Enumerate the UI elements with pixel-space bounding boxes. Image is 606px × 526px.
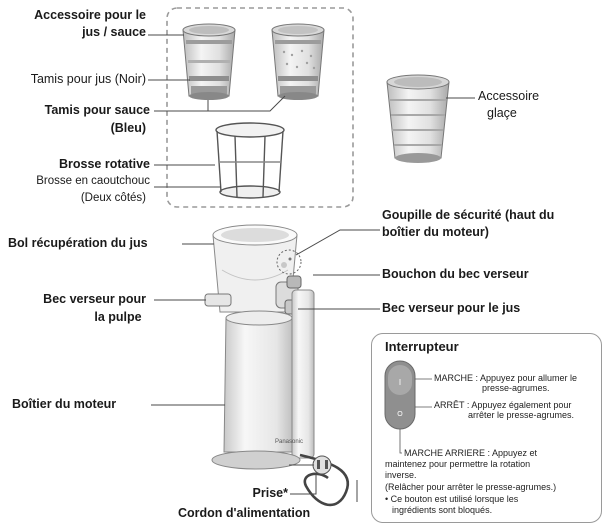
label-ice-cream-accessory-2: glaçe	[487, 106, 517, 120]
switch-note-1: • Ce bouton est utilisé lorsque les	[385, 494, 519, 504]
power-cord	[299, 453, 350, 507]
safety-pin-marker	[276, 249, 302, 275]
motor-base: Panasonic	[211, 289, 315, 470]
switch-reverse-text-2: maintenez pour permettre la rotation	[385, 459, 531, 469]
label-accessory-juice-sauce-1: Accessoire pour le	[34, 8, 146, 22]
label-safety-pin-1: Goupille de sécurité (haut du	[382, 208, 555, 222]
rotating-brush	[215, 122, 285, 199]
switch-reverse-text-4: (Relâcher pour arrêter le presse-agrumes…	[385, 482, 557, 492]
label-sauce-strainer-2: (Bleu)	[110, 121, 146, 135]
accessory-group-box	[166, 7, 354, 208]
switch-note-2: ingrédients sont bloqués.	[392, 505, 493, 515]
label-rubber-brush: Brosse en caoutchouc	[36, 175, 150, 187]
switch-reverse-text-3: inverse.	[385, 470, 417, 480]
svg-text:O: O	[397, 411, 403, 418]
switch-reverse-text-1: MARCHE ARRIERE : Appuyez et	[404, 448, 538, 458]
switch-off-text-1: ARRÊT : Appuyez également pour	[434, 400, 572, 410]
label-safety-pin-2: boîtier du moteur)	[382, 225, 489, 239]
label-juice-bowl: Bol récupération du jus	[8, 236, 148, 250]
switch-callout: Interrupteur I O MARCHE : Appuyez pour a…	[371, 333, 602, 523]
ice-cream-accessory	[386, 74, 450, 163]
label-rotating-brush: Brosse rotative	[58, 157, 150, 171]
label-motor-base: Boîtier du moteur	[12, 397, 117, 411]
switch-illustration: I O	[384, 360, 432, 454]
switch-off-text-2: arrêter le presse-agrumes.	[468, 410, 575, 420]
svg-text:I: I	[399, 378, 401, 387]
pulp-spout	[204, 293, 232, 307]
plug	[312, 455, 332, 475]
label-accessory-juice-sauce-2: jus / sauce	[82, 25, 146, 39]
switch-title: Interrupteur	[385, 339, 459, 354]
switch-on-text-1: MARCHE : Appuyez pour allumer le	[434, 373, 578, 383]
label-pulp-spout-1: Bec verseur pour	[43, 292, 146, 306]
label-plug: Prise*	[252, 486, 288, 500]
label-pulp-spout-2: la pulpe	[94, 310, 142, 324]
leader-lines	[148, 34, 475, 502]
label-ice-cream-accessory-1: Accessoire	[478, 89, 540, 103]
juice-strainer	[182, 23, 236, 100]
label-power-cord: Cordon d'alimentation	[178, 506, 311, 520]
label-spout-cap: Bouchon du bec verseur	[382, 267, 529, 281]
label-two-sides: (Deux côtés)	[80, 192, 146, 204]
label-juice-strainer: Tamis pour jus (Noir)	[30, 72, 146, 86]
sauce-strainer	[271, 23, 325, 100]
label-sauce-strainer-1: Tamis pour sauce	[44, 103, 150, 117]
label-juice-spout: Bec verseur pour le jus	[382, 301, 521, 315]
switch-on-text-2: presse-agrumes.	[482, 383, 550, 393]
brand-mark: Panasonic	[275, 439, 303, 445]
